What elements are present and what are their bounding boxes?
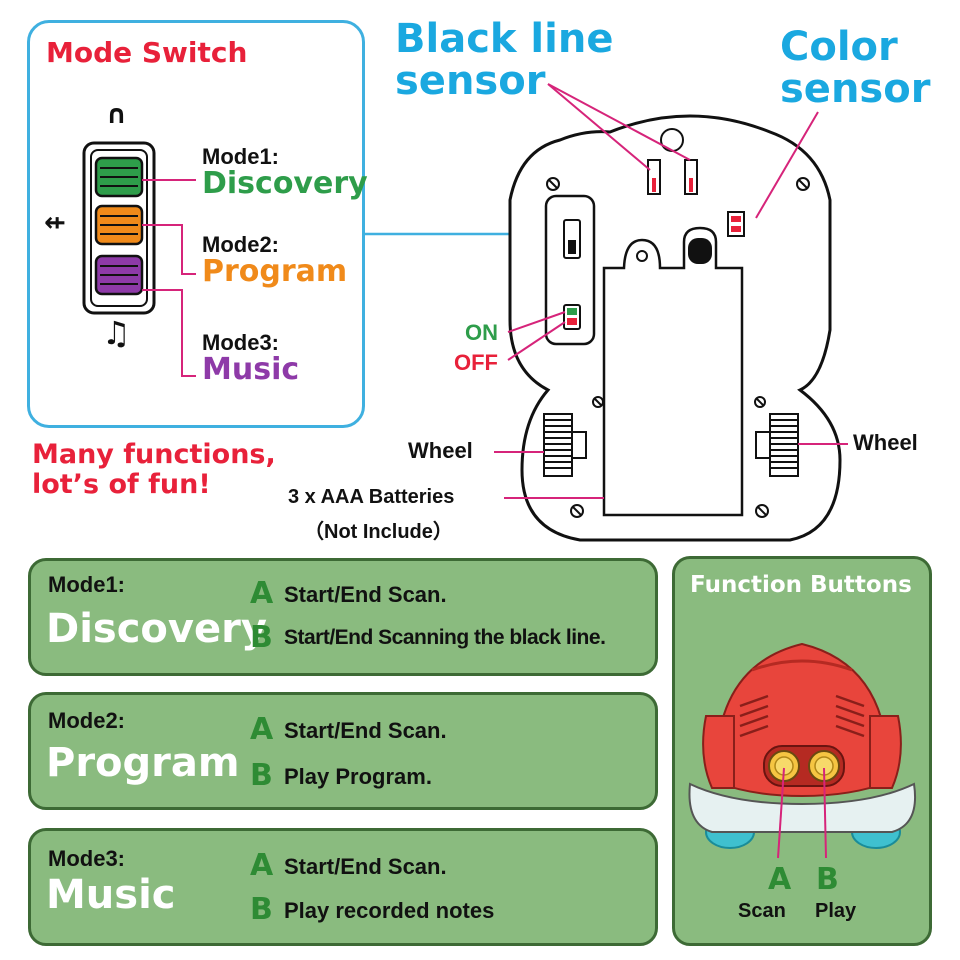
box1-mode: Mode1: [48, 572, 125, 597]
black-line-sensor-left [647, 159, 661, 195]
power-symbol-icon: ∩ [106, 100, 128, 130]
box1-letter-a: A [250, 576, 274, 611]
usb-icon: ⇷ [44, 208, 66, 238]
box2-letter-a: A [250, 712, 274, 747]
function-letter-b: B [816, 862, 839, 897]
black-line-title-line1: Black line [395, 16, 614, 62]
color-title-line1: Color [780, 24, 898, 70]
robot-front-illustration [688, 642, 916, 859]
black-line-sensor-title: Black line sensor [395, 18, 613, 102]
mode1-box [28, 558, 658, 676]
box2-letter-b: B [250, 758, 273, 793]
batteries-label: 3 x AAA Batteries [288, 486, 455, 508]
mode-switch-title: Mode Switch [46, 36, 248, 69]
not-include-label: （Not Include） [304, 521, 453, 543]
box1-letter-b: B [250, 620, 273, 655]
box3-a-text: Start/End Scan. [284, 854, 447, 879]
music-note-icon: ♫ [102, 314, 131, 352]
on-label: ON [465, 320, 498, 345]
wheel-left-graphic [543, 413, 587, 477]
mode1-label: Mode1: [202, 144, 279, 169]
mode2-label: Mode2: [202, 232, 279, 257]
tagline-line1: Many functions, [32, 439, 276, 470]
play-label: Play [815, 900, 857, 922]
scan-label: Scan [738, 900, 786, 922]
box3-name: Music [46, 872, 176, 918]
function-buttons-title: Function Buttons [690, 572, 912, 598]
box1-a-text: Start/End Scan. [284, 582, 447, 607]
box3-letter-a: A [250, 848, 274, 883]
off-label: OFF [454, 350, 498, 375]
black-line-sensor-right [684, 159, 698, 195]
function-letter-a: A [768, 862, 792, 897]
box2-name: Program [46, 740, 240, 786]
tagline-line2: lot’s of fun! [32, 469, 211, 500]
mode1-name: Discovery [202, 166, 368, 201]
mode3-label: Mode3: [202, 330, 279, 355]
battery-compartment [602, 226, 744, 517]
mode3-box [28, 828, 658, 946]
box2-b-text: Play Program. [284, 764, 432, 789]
wheel-left-label: Wheel [408, 438, 473, 463]
color-sensor [727, 211, 745, 237]
box2-mode: Mode2: [48, 708, 125, 733]
mode2-box [28, 692, 658, 810]
mode2-name: Program [202, 254, 348, 289]
mode3-name: Music [202, 352, 300, 387]
box3-mode: Mode3: [48, 846, 125, 871]
color-sensor-title: Color sensor [780, 26, 930, 110]
box1-name: Discovery [46, 606, 267, 652]
box3-b-text: Play recorded notes [284, 898, 495, 923]
wheel-right-label: Wheel [853, 430, 918, 455]
color-title-line2: sensor [780, 66, 931, 112]
box1-b-text: Start/End Scanning the black line. [284, 626, 606, 649]
tagline: Many functions, lot’s of fun! [32, 440, 276, 500]
box3-letter-b: B [250, 892, 273, 927]
black-line-title-line2: sensor [395, 58, 546, 104]
box2-a-text: Start/End Scan. [284, 718, 447, 743]
